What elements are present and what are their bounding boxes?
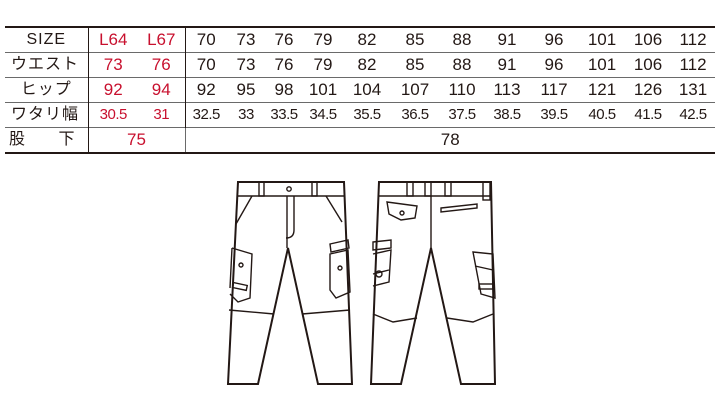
waist-cell: 91	[485, 52, 529, 78]
thigh-width-cell: 40.5	[579, 102, 625, 128]
thigh-width-cell: 32.5	[184, 102, 227, 128]
thigh-width-cell: 37.5	[439, 102, 485, 128]
waist-cell: 112	[671, 52, 715, 78]
thigh-width-cell: 34.5	[303, 102, 343, 128]
size-cell: 91	[497, 30, 517, 49]
thigh-width-cell: 35.5	[343, 102, 391, 128]
waist-cell: 88	[439, 52, 485, 78]
waist-cell: 79	[303, 52, 343, 78]
size-cell: L67	[147, 30, 176, 49]
size-cell: 101	[587, 30, 617, 49]
thigh-width-cell: 41.5	[625, 102, 671, 128]
thigh-width-cell: 30.5	[87, 102, 138, 128]
inseam-row: 股 下 75 78	[5, 127, 715, 153]
thigh-width-cell: 42.5	[671, 102, 715, 128]
size-cell: 79	[313, 30, 333, 49]
hip-cell: 95	[227, 77, 265, 103]
thigh-width-cell: 33	[227, 102, 265, 128]
inseam-label: 股 下	[5, 127, 88, 153]
inseam-label-right: 下	[58, 131, 76, 148]
inseam-regular-value: 78	[184, 127, 715, 153]
pants-front-illustration	[226, 178, 354, 390]
hip-cell: 92	[87, 77, 138, 103]
hip-cell: 121	[579, 77, 625, 103]
hip-cell: 110	[439, 77, 485, 103]
size-cell: 112	[679, 30, 707, 49]
cargo-pants-back-icon	[369, 181, 497, 385]
cargo-pants-front-icon	[226, 181, 354, 385]
waist-label: ウエスト	[5, 52, 88, 78]
waist-cell: 76	[265, 52, 303, 78]
hip-cell: 107	[391, 77, 439, 103]
size-chart-table: SIZE L64 L67 70 73 76 79 82 85 88 91 96 …	[5, 26, 715, 154]
waist-cell: 96	[529, 52, 579, 78]
waist-cell: 70	[184, 52, 227, 78]
thigh-width-label: ワタリ幅	[5, 102, 88, 128]
waist-cell: 82	[343, 52, 391, 78]
size-cell: 88	[452, 30, 472, 49]
hip-cell: 98	[265, 77, 303, 103]
thigh-width-cell: 33.5	[265, 102, 303, 128]
thigh-width-cell: 36.5	[391, 102, 439, 128]
waist-cell: 76	[138, 52, 185, 78]
hip-cell: 101	[303, 77, 343, 103]
hip-cell: 117	[529, 77, 579, 103]
waist-cell: 106	[625, 52, 671, 78]
thigh-width-cell: 38.5	[485, 102, 529, 128]
size-cell: 76	[274, 30, 294, 49]
hip-cell: 126	[625, 77, 671, 103]
size-cell: L64	[87, 27, 138, 53]
size-header-label: SIZE	[26, 31, 67, 48]
pants-back-illustration	[369, 178, 497, 390]
thigh-width-cell: 39.5	[529, 102, 579, 128]
waist-row: ウエスト 73 76 70 73 76 79 82 85 88 91 96 10…	[5, 52, 715, 78]
waist-cell: 85	[391, 52, 439, 78]
thigh-width-cell: 31	[138, 102, 185, 128]
waist-cell: 73	[227, 52, 265, 78]
size-cell: 82	[357, 30, 377, 49]
hip-cell: 131	[671, 77, 715, 103]
size-cell: 70	[184, 27, 227, 53]
hip-row: ヒップ 92 94 92 95 98 101 104 107 110 113 1…	[5, 77, 715, 103]
waist-cell: 101	[579, 52, 625, 78]
inseam-label-left: 股	[9, 131, 27, 148]
size-cell: 96	[544, 30, 564, 49]
inseam-short-value: 75	[87, 127, 185, 153]
waist-cell: 73	[87, 52, 138, 78]
hip-cell: 113	[485, 77, 529, 103]
hip-cell: 94	[138, 77, 185, 103]
thigh-width-row: ワタリ幅 30.5 31 32.5 33 33.5 34.5 35.5 36.5…	[5, 102, 715, 128]
size-cell: 106	[633, 30, 663, 49]
hip-cell: 92	[184, 77, 227, 103]
size-row: SIZE L64 L67 70 73 76 79 82 85 88 91 96 …	[5, 27, 715, 53]
size-cell: 73	[236, 30, 256, 49]
hip-label: ヒップ	[5, 77, 88, 103]
hip-cell: 104	[343, 77, 391, 103]
size-cell: 85	[405, 30, 425, 49]
